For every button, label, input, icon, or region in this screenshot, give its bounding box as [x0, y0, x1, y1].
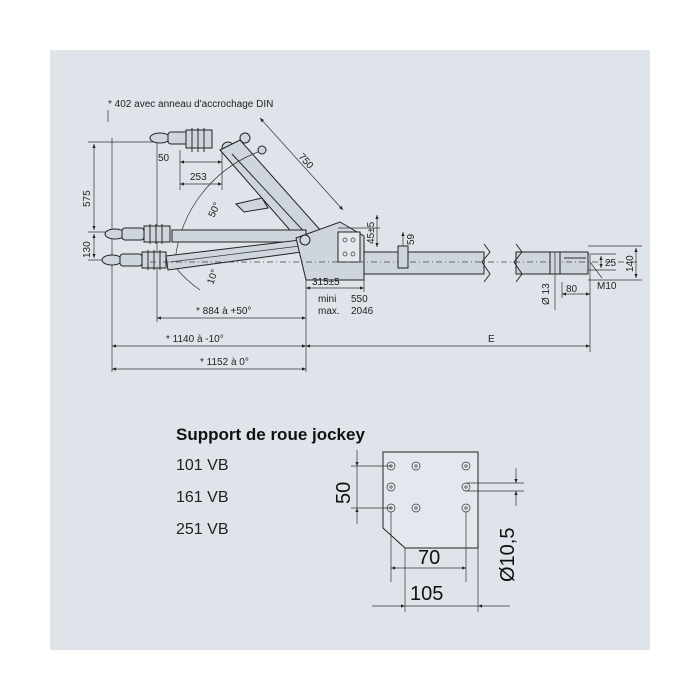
jockey-dim-diameter: Ø10,5 — [497, 528, 519, 582]
dim-M10: M10 — [597, 281, 617, 292]
lower-coupling-head — [101, 239, 303, 271]
dim-575: 575 — [82, 190, 93, 207]
dim-diameter-13: Ø 13 — [541, 283, 552, 305]
dim-1152: * 1152 à 0° — [200, 357, 249, 368]
dim-E: E — [488, 334, 495, 345]
dim-45: 45±5 — [366, 221, 377, 244]
middle-coupling-head — [104, 224, 307, 244]
dim-25: 25 — [605, 258, 617, 269]
dim-1140: * 1140 à -10° — [166, 334, 224, 345]
max-label: max. — [318, 306, 340, 317]
dim-315: 315±5 — [312, 277, 340, 288]
max-value: 2046 — [351, 306, 374, 317]
dim-10-degrees: 10° — [205, 268, 221, 286]
brake-lever — [235, 197, 269, 213]
drawing-note: * 402 avec anneau d'accrochage DIN — [108, 99, 273, 110]
dim-253: 253 — [190, 172, 207, 183]
dim-750: 750 — [296, 152, 316, 172]
drawbar-drawing: * 402 avec anneau d'accrochage DIN 575 1… — [82, 99, 642, 372]
jockey-dim-105: 105 — [410, 583, 443, 605]
jockey-section: Support de roue jockey 101 VB 161 VB 251… — [176, 425, 524, 612]
bracket-plate — [337, 231, 361, 263]
dim-59: 59 — [406, 233, 417, 245]
jockey-title: Support de roue jockey — [176, 425, 365, 444]
mini-value: 550 — [351, 294, 368, 305]
jockey-model-2: 161 VB — [176, 489, 228, 506]
jockey-dim-70: 70 — [418, 547, 440, 569]
dim-80: 80 — [566, 284, 578, 295]
jockey-model-1: 101 VB — [176, 457, 228, 474]
dim-884: * 884 à +50° — [196, 306, 251, 317]
jockey-model-3: 251 VB — [176, 521, 228, 538]
mini-label: mini — [318, 294, 336, 305]
dim-140: 140 — [625, 255, 636, 272]
dim-50: 50 — [158, 153, 170, 164]
jockey-plate — [382, 451, 479, 549]
drawing-panel — [50, 50, 650, 650]
dim-50-degrees: 50° — [207, 201, 223, 219]
drawbar-tube-left — [363, 251, 485, 275]
jockey-dim-50: 50 — [333, 482, 355, 504]
dim-130: 130 — [82, 241, 93, 258]
